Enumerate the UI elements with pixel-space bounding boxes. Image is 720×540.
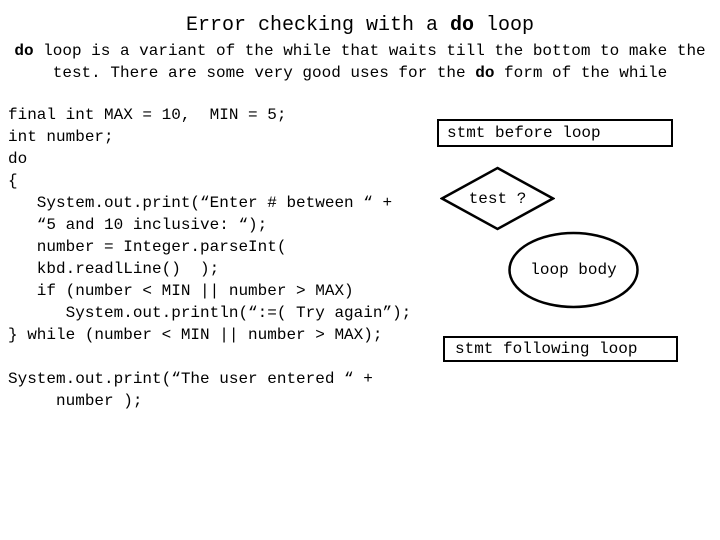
flowchart-stmt-before-loop-label: stmt before loop [447, 124, 601, 142]
code-line: } while (number < MIN || number > MAX); [8, 326, 383, 344]
code-line-blank [8, 346, 411, 368]
flowchart-stmt-before-loop-box: stmt before loop [437, 119, 673, 147]
flowchart-stmt-following-loop-label: stmt following loop [455, 340, 638, 358]
page-title: Error checking with a do loop [0, 13, 720, 39]
flowchart-test-label: test ? [468, 189, 527, 208]
flowchart-loop-body: loop body [507, 231, 640, 309]
code-line: final int MAX = 10, MIN = 5; [8, 106, 287, 124]
code-line: number ); [8, 392, 143, 410]
code-line: System.out.println(“:=( Try again”); [8, 304, 412, 322]
title-text-post: loop [474, 14, 535, 37]
code-line: System.out.print(“Enter # between “ + [8, 194, 393, 212]
intro-line-1-text: loop is a variant of the while that wait… [33, 42, 706, 60]
code-line: int number; [8, 128, 114, 146]
intro-line-1: do loop is a variant of the while that w… [0, 40, 720, 62]
code-line: do [8, 150, 28, 168]
title-keyword-do: do [450, 14, 475, 37]
code-line: System.out.print(“The user entered “ + [8, 370, 373, 388]
flowchart-stmt-following-loop-box: stmt following loop [443, 336, 678, 362]
flowchart-test-decision: test ? [440, 166, 555, 231]
intro-keyword-do-2: do [475, 64, 495, 82]
intro-line-2-pre: test. There are some very good uses for … [52, 64, 476, 82]
intro-paragraph: do loop is a variant of the while that w… [0, 40, 720, 84]
intro-line-2: test. There are some very good uses for … [0, 62, 720, 84]
code-line: number = Integer.parseInt( [8, 238, 287, 256]
decision-diamond-shape [440, 166, 555, 231]
intro-keyword-do-1: do [14, 42, 34, 60]
code-line: “5 and 10 inclusive: “); [8, 216, 268, 234]
title-text-pre: Error checking with a [185, 14, 450, 37]
code-line: kbd.readlLine() ); [8, 260, 220, 278]
code-line: { [8, 172, 18, 190]
code-line: if (number < MIN || number > MAX) [8, 282, 354, 300]
flowchart-loop-body-label: loop body [530, 261, 617, 279]
intro-line-2-post: form of the while [494, 64, 668, 82]
code-block: final int MAX = 10, MIN = 5; int number;… [8, 104, 411, 412]
loop-body-ellipse-shape [508, 231, 639, 309]
